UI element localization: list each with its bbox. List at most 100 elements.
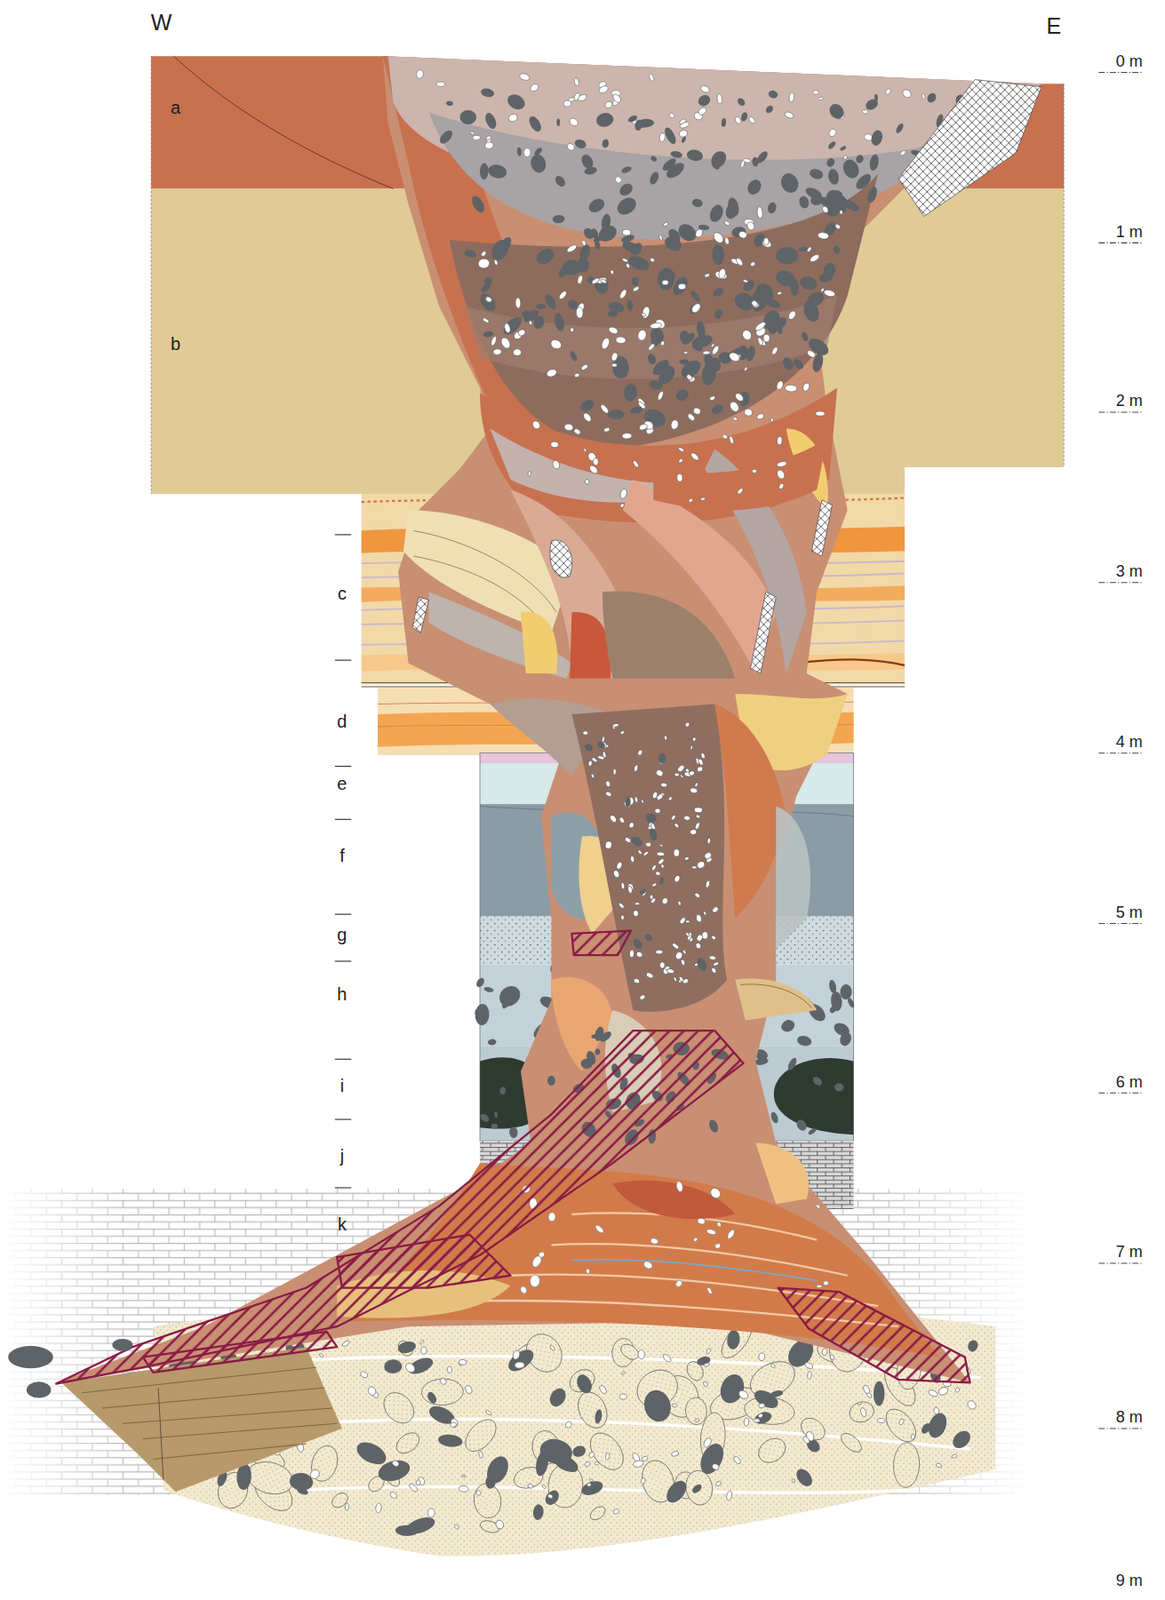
clast	[695, 860, 706, 870]
clast	[527, 470, 532, 477]
clast	[572, 1388, 613, 1434]
clast	[629, 949, 635, 958]
clast	[637, 328, 648, 342]
clast	[668, 111, 676, 120]
clast	[708, 1186, 723, 1201]
clast	[631, 937, 645, 952]
clast	[610, 351, 619, 362]
clast	[517, 328, 527, 337]
clast	[965, 1399, 978, 1412]
clast	[470, 130, 475, 136]
clast	[647, 72, 655, 82]
clast	[518, 71, 531, 81]
clast	[493, 259, 498, 266]
clast	[678, 975, 685, 982]
clast	[827, 127, 838, 139]
clast	[674, 1279, 684, 1289]
clast	[949, 1428, 974, 1453]
clast	[714, 1243, 722, 1251]
clast	[645, 972, 655, 981]
clast	[632, 909, 639, 917]
clast	[573, 427, 583, 436]
clast	[453, 1524, 460, 1531]
clast	[702, 1436, 712, 1449]
clast	[566, 142, 576, 152]
clast	[738, 230, 749, 240]
clast	[601, 138, 610, 149]
clast	[666, 968, 675, 975]
clast	[740, 159, 746, 168]
clast	[691, 866, 697, 870]
clast	[740, 111, 750, 123]
clast	[651, 882, 658, 888]
clast	[678, 283, 687, 291]
clast	[487, 237, 512, 264]
clast	[730, 225, 747, 240]
clast	[711, 231, 726, 246]
clast	[656, 852, 665, 857]
clast	[703, 272, 711, 279]
clast	[702, 910, 708, 917]
clast	[861, 109, 870, 115]
clast	[594, 1461, 599, 1466]
clast	[718, 268, 727, 280]
clast	[699, 84, 711, 95]
clast	[404, 1515, 437, 1538]
clast	[593, 239, 601, 250]
clast	[925, 1411, 950, 1442]
clast	[808, 253, 821, 264]
clast	[660, 863, 665, 870]
clast	[837, 1429, 865, 1456]
clast	[743, 1418, 750, 1427]
clast	[680, 135, 687, 144]
clast	[542, 292, 558, 311]
clast	[840, 157, 862, 182]
clast	[641, 1455, 649, 1462]
clast	[487, 1038, 497, 1046]
clast	[607, 326, 620, 336]
clast	[621, 915, 625, 921]
clast	[706, 1286, 714, 1295]
clast	[662, 1477, 691, 1508]
clast	[786, 1056, 798, 1072]
clast	[675, 1180, 684, 1193]
clast	[648, 379, 663, 391]
clast	[880, 1404, 923, 1448]
clast	[663, 735, 668, 742]
clast	[619, 730, 625, 736]
clast	[617, 901, 625, 910]
clast	[838, 209, 843, 215]
clast	[686, 412, 696, 423]
clast	[757, 1412, 764, 1420]
clast	[660, 782, 668, 789]
clast	[655, 793, 664, 802]
clast	[499, 335, 512, 351]
clast	[477, 290, 499, 314]
clast	[710, 1463, 720, 1472]
clast	[563, 423, 574, 432]
depth-tick	[1098, 1428, 1144, 1430]
clast	[484, 295, 493, 304]
clast	[670, 1450, 680, 1458]
clast	[660, 156, 678, 174]
clast	[553, 174, 568, 189]
clast	[403, 1361, 416, 1374]
clast	[769, 1111, 780, 1126]
clast	[389, 1491, 399, 1501]
clast	[396, 1340, 417, 1356]
clast	[684, 721, 691, 728]
clast	[673, 874, 681, 884]
clast	[478, 1451, 484, 1460]
clast	[712, 308, 725, 320]
clast	[732, 1455, 743, 1466]
clast	[427, 1508, 436, 1519]
clast	[458, 1485, 469, 1493]
clast	[695, 93, 712, 109]
clast	[574, 1372, 595, 1397]
clast	[647, 170, 661, 186]
clast	[549, 1344, 556, 1352]
clast	[547, 1076, 556, 1086]
clast	[839, 145, 847, 152]
clast	[732, 415, 738, 422]
clast	[674, 773, 680, 777]
